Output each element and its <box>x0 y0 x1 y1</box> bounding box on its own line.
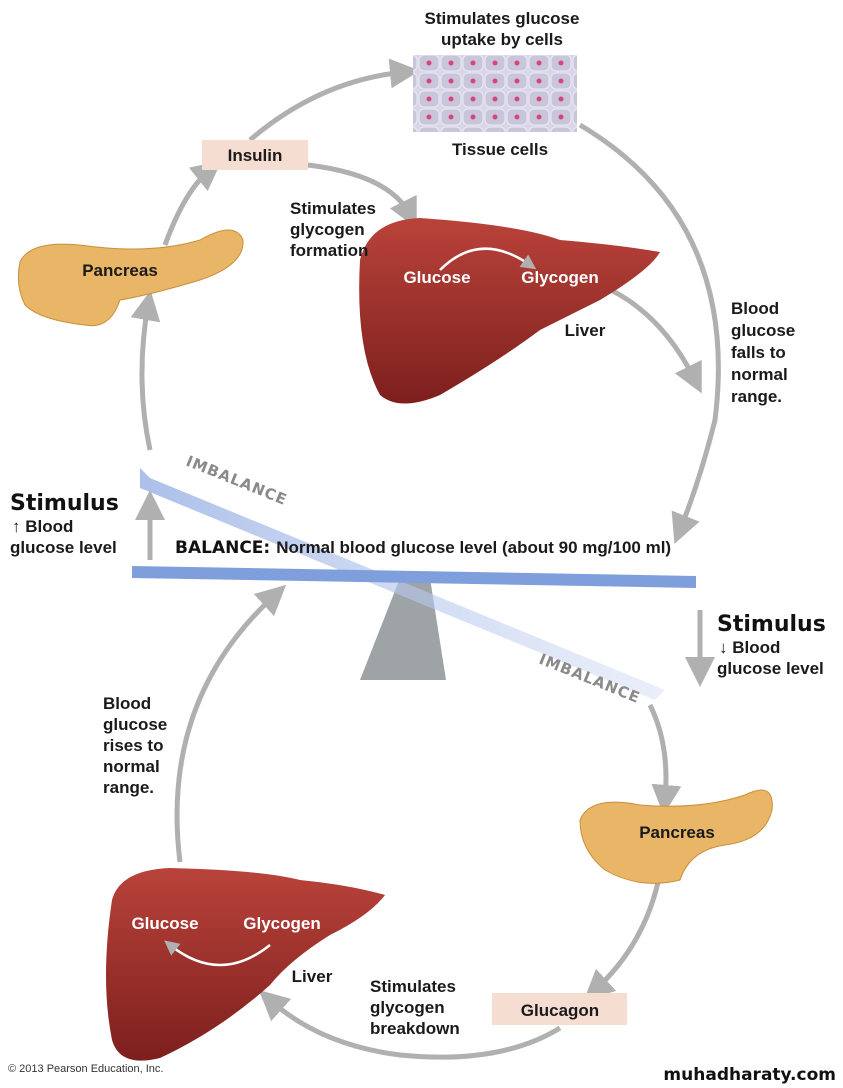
liver-bottom-glycogen: Glycogen <box>243 914 320 933</box>
glycogen-to-glucose-arrow <box>164 940 271 967</box>
liver-action-bottom-3: breakdown <box>370 1019 460 1038</box>
result-top-4: normal <box>731 365 788 384</box>
arrow-imbalance-to-pancreas <box>647 703 682 815</box>
liver-bottom-image <box>106 868 385 1061</box>
stimulus-high-title: Stimulus <box>10 491 119 516</box>
pancreas-bottom-image <box>579 789 773 884</box>
liver-bottom-label: Liver <box>292 967 333 986</box>
stimulus-low-title: Stimulus <box>717 612 826 637</box>
result-bottom-4: normal <box>103 757 160 776</box>
pancreas-top-image <box>17 229 244 327</box>
arrow-glucagon-to-liver <box>258 989 562 1060</box>
tissue-cells-label: Tissue cells <box>452 140 548 159</box>
liver-action-top-1: Stimulates <box>290 199 376 218</box>
liver-action-bottom-2: glycogen <box>370 998 445 1017</box>
stimulus-low-line1: ↓ Blood <box>719 638 780 657</box>
watermark: muhadharaty.com <box>663 1065 836 1085</box>
liver-top-label: Liver <box>565 321 606 340</box>
arrow-liver-to-range <box>599 282 702 394</box>
arrow-stimulus-to-pancreas <box>130 290 161 451</box>
liver-top-image <box>359 218 660 404</box>
arrow-insulin-to-tissue <box>248 58 420 142</box>
tissue-caption-2: uptake by cells <box>441 30 563 49</box>
insulin-label: Insulin <box>228 146 283 165</box>
glucagon-box <box>492 993 627 1025</box>
result-bottom-3: rises to <box>103 736 163 755</box>
tissue-caption-1: Stimulates glucose <box>425 9 580 28</box>
stimulus-high-line2: glucose level <box>10 538 117 557</box>
liver-action-top-2: glycogen <box>290 220 365 239</box>
glucagon-label: Glucagon <box>521 1001 599 1020</box>
pancreas-bottom-label: Pancreas <box>639 823 715 842</box>
copyright: © 2013 Pearson Education, Inc. <box>8 1063 163 1075</box>
tilted-beam <box>140 468 665 700</box>
result-bottom-5: range. <box>103 778 154 797</box>
liver-bottom-glucose: Glucose <box>131 914 198 933</box>
result-bottom-2: glucose <box>103 715 167 734</box>
liver-action-bottom-1: Stimulates <box>370 977 456 996</box>
balance-label: BALANCE:Normal blood glucose level (abou… <box>175 538 671 558</box>
tissue-cells-image <box>413 55 577 132</box>
stimulus-high-line1: ↑ Blood <box>12 517 73 536</box>
liver-top-glucose: Glucose <box>403 268 470 287</box>
stimulus-low-line2: glucose level <box>717 659 824 678</box>
arrow-tissue-to-balance <box>578 122 721 544</box>
pancreas-top-label: Pancreas <box>82 261 158 280</box>
arrow-pancreas-to-insulin <box>162 160 222 246</box>
liver-action-top-3: formation <box>290 241 368 260</box>
result-top-2: glucose <box>731 321 795 340</box>
balance-beam <box>132 566 696 588</box>
result-top-5: range. <box>731 387 782 406</box>
glucose-to-glycogen-arrow <box>439 247 537 271</box>
insulin-box <box>202 140 308 170</box>
result-top-1: Blood <box>731 299 779 318</box>
result-top-3: falls to <box>731 343 786 362</box>
liver-top-glycogen: Glycogen <box>521 268 598 287</box>
arrow-insulin-to-liver <box>307 162 417 229</box>
arrow-liver-to-balance <box>174 584 287 863</box>
result-bottom-1: Blood <box>103 694 151 713</box>
